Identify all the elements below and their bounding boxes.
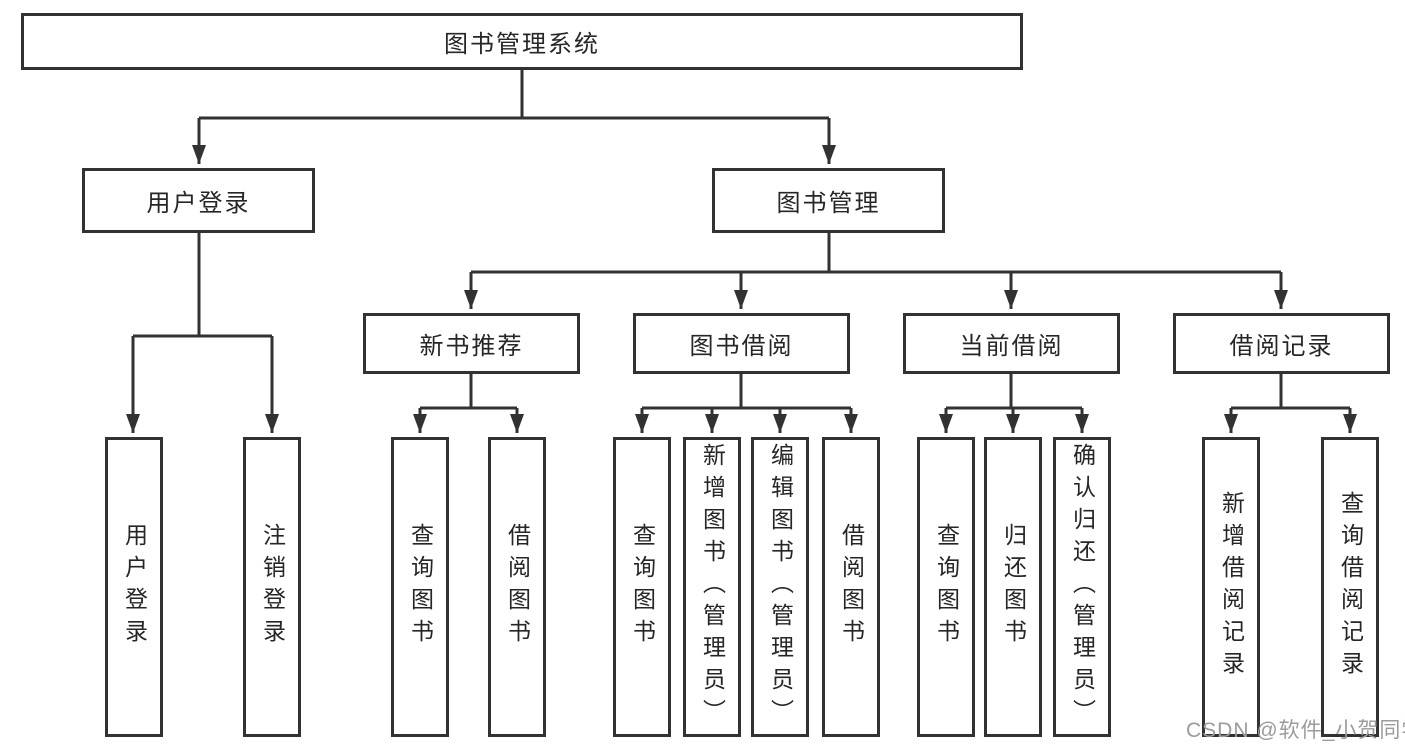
- leaf-user-login: 用户登录: [105, 437, 163, 737]
- node-user-login-module: 用户登录: [82, 168, 315, 233]
- leaf-add-book-admin: 新增图书（管理员）: [683, 437, 741, 737]
- leaf-query-books-1: 查询图书: [391, 437, 449, 737]
- leaf-borrow-books-2: 借阅图书: [822, 437, 880, 737]
- leaf-borrow-books-1: 借阅图书: [488, 437, 546, 737]
- node-borrowing-records: 借阅记录: [1173, 313, 1390, 374]
- leaf-query-borrow-record: 查询借阅记录: [1321, 437, 1379, 737]
- node-new-book-recommend: 新书推荐: [363, 313, 580, 374]
- leaf-logout: 注销登录: [243, 437, 301, 737]
- leaf-add-borrow-record: 新增借阅记录: [1202, 437, 1260, 737]
- node-current-borrowing: 当前借阅: [903, 313, 1120, 374]
- leaf-confirm-return-admin: 确认归还（管理员）: [1053, 437, 1111, 737]
- node-root-system: 图书管理系统: [21, 13, 1023, 70]
- csdn-watermark: CSDN @软件_小贺同学: [1186, 719, 1405, 742]
- leaf-query-books-3: 查询图书: [917, 437, 975, 737]
- leaf-query-books-2: 查询图书: [613, 437, 671, 737]
- node-book-borrowing: 图书借阅: [633, 313, 850, 374]
- node-book-management-module: 图书管理: [712, 168, 945, 233]
- leaf-return-book: 归还图书: [984, 437, 1042, 737]
- leaf-edit-book-admin: 编辑图书（管理员）: [751, 437, 809, 737]
